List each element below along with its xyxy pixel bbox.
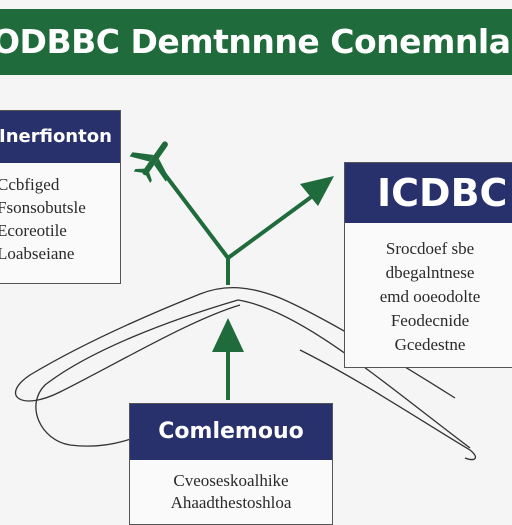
box-right-title: ICDBC xyxy=(345,163,512,223)
airplane-icon xyxy=(129,141,169,183)
swoosh-curve-lower xyxy=(35,299,471,449)
up-arrow-head xyxy=(212,318,244,352)
box-left-line: Ccbfiged xyxy=(0,175,60,194)
box-bottom-line: Cveoseskoalhike xyxy=(173,471,289,490)
box-bottom-title: Comlemouo xyxy=(130,404,332,460)
box-right-line: Feodecnide xyxy=(390,311,470,330)
box-bottom-line: Ahaadthestoshloa xyxy=(170,493,292,512)
swoosh-curve-bottom xyxy=(299,349,477,461)
title-banner: ODBBC Demtnnne Conemnlaicly Cn xyxy=(0,9,512,75)
box-right-line: dbegalntnese xyxy=(385,263,475,282)
banner-title: ODBBC Demtnnne Conemnlaicly Cn xyxy=(0,22,512,61)
box-left-line: Fsonsobutsle xyxy=(0,198,86,217)
box-right-line: Gcedestne xyxy=(394,335,466,354)
box-right: ICDBC Srocdoef sbe dbegalntnese emd ooeo… xyxy=(344,162,512,368)
branch-arrow xyxy=(158,166,320,285)
box-left-title: Inerfionton xyxy=(0,111,120,163)
swoosh-curve-upper xyxy=(15,286,456,402)
box-bottom: Comlemouo Cveoseskoalhike Ahaadthestoshl… xyxy=(129,403,333,525)
arrowhead-right xyxy=(300,176,334,206)
box-left-line: Ecoreotile xyxy=(0,221,67,240)
box-left: Inerfionton Ccbfiged Fsonsobutsle Ecoreo… xyxy=(0,110,121,284)
box-right-line: Srocdoef sbe xyxy=(385,239,475,258)
box-right-line: emd ooeodolte xyxy=(379,287,481,306)
box-left-line: Loabseiane xyxy=(0,244,75,263)
diagram-connectors xyxy=(15,141,477,461)
